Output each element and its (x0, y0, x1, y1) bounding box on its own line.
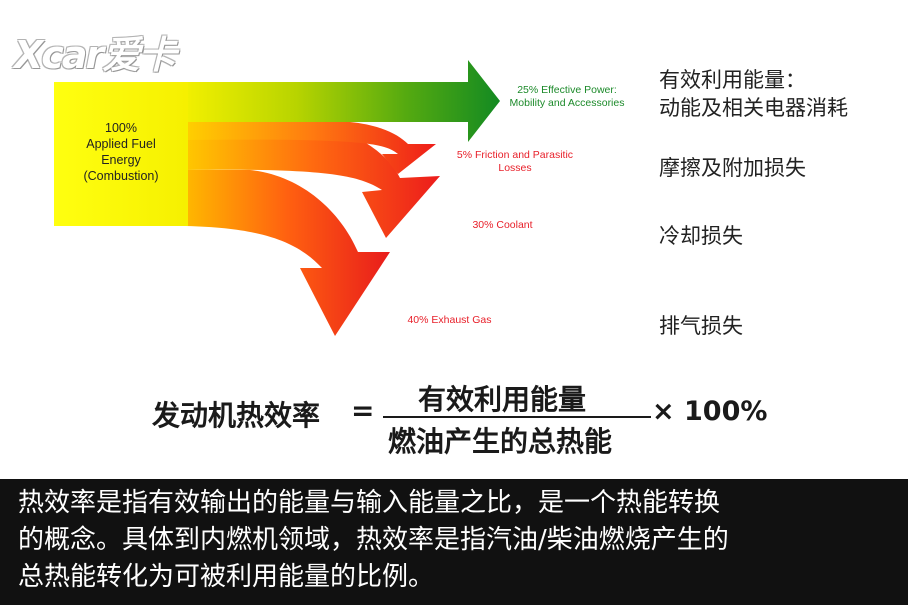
zh-label-friction: 摩擦及附加损失 (659, 154, 806, 182)
fraction-bar (383, 416, 651, 418)
zh-label-line: 摩擦及附加损失 (659, 156, 806, 180)
zh-label-line: 动能及相关电器消耗 (659, 96, 848, 120)
flow-label-effective-power: 25% Effective Power: Mobility and Access… (492, 84, 642, 110)
formula-denominator: 燃油产生的总热能 (388, 425, 613, 458)
flow-label-coolant: 30% Coolant (455, 219, 550, 232)
caption-line: 热效率是指有效输出的能量与输入能量之比，是一个热能转换 (18, 488, 721, 518)
sankey-diagram (54, 60, 500, 336)
flow-label-line: 30% Coolant (472, 219, 533, 231)
source-line: (Combustion) (83, 169, 159, 183)
flow-arrow-coolant (186, 120, 440, 238)
zh-label-exhaust: 排气损失 (659, 312, 743, 340)
source-line: 100% (105, 121, 137, 135)
formula-numerator: 有效利用能量 (418, 383, 587, 416)
caption-line: 的概念。具体到内燃机领域，热效率是指汽油/柴油燃烧产生的 (18, 525, 729, 555)
formula-left: 发动机热效率 (152, 399, 321, 432)
flow-label-line: 40% Exhaust Gas (407, 314, 492, 326)
watermark-logo: Xcar爱卡 (14, 33, 176, 77)
flow-label-friction: 5% Friction and Parasitic Losses (440, 149, 590, 175)
flow-label-line: Losses (498, 162, 532, 174)
caption-line: 总热能转化为可被利用能量的比例。 (18, 562, 435, 592)
zh-label-effective-power: 有效利用能量： 动能及相关电器消耗 (659, 66, 848, 122)
flow-label-line: Mobility and Accessories (509, 97, 625, 109)
formula-equals: = (351, 394, 375, 427)
flow-arrow-exhaust (186, 170, 390, 336)
flow-arrow-effective-power (186, 60, 500, 142)
caption-panel: 热效率是指有效输出的能量与输入能量之比，是一个热能转换 的概念。具体到内燃机领域… (0, 479, 908, 605)
source-label: 100% Applied Fuel Energy (Combustion) (56, 120, 186, 184)
flow-arrow-friction (186, 120, 436, 174)
source-line: Energy (101, 153, 141, 167)
zh-label-line: 有效利用能量： (659, 68, 806, 92)
zh-label-line: 排气损失 (659, 314, 743, 338)
flow-label-exhaust: 40% Exhaust Gas (392, 314, 507, 327)
source-line: Applied Fuel (86, 137, 156, 151)
zh-label-line: 冷却损失 (659, 224, 743, 248)
formula-multiplier: × 100% (652, 396, 768, 427)
zh-label-coolant: 冷却损失 (659, 222, 743, 250)
flow-label-line: 5% Friction and Parasitic (456, 149, 574, 161)
flow-label-line: 25% Effective Power: (517, 84, 617, 96)
source-block (54, 82, 188, 226)
